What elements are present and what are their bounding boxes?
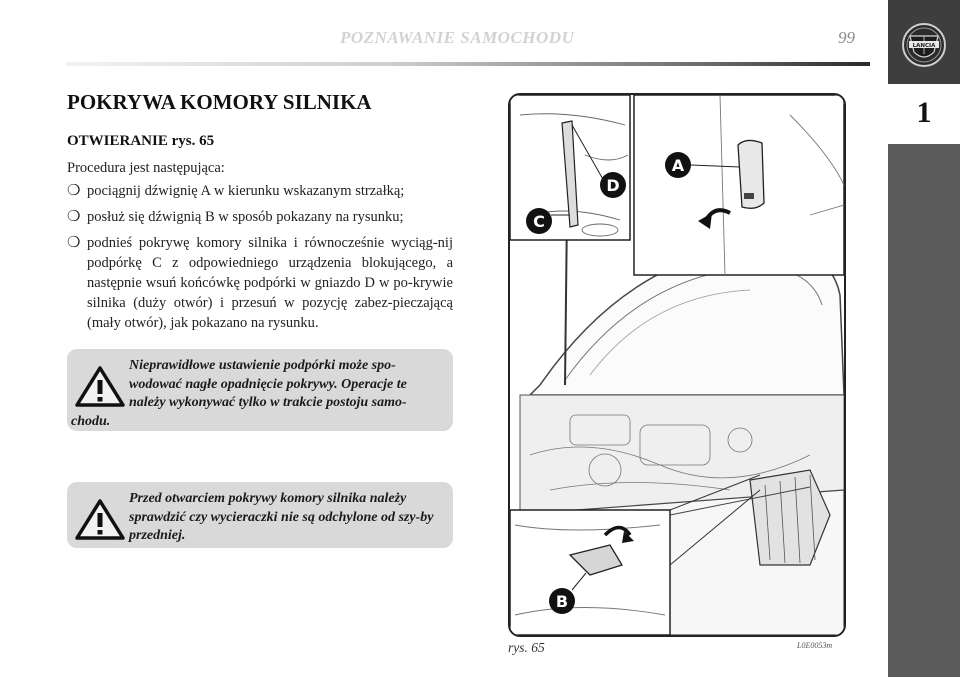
- figure-hood-opening: D C A B: [508, 93, 846, 637]
- warning-triangle-icon: [75, 499, 125, 540]
- warning-text: Nieprawidłowe ustawienie podpórki może s…: [71, 358, 407, 429]
- step-text: posłuż się dźwignią B w sposób pokazany …: [87, 209, 404, 225]
- page-number: 99: [838, 28, 855, 47]
- chapter-side-tab: LANCIA 1: [888, 0, 960, 677]
- header-rule: [66, 62, 870, 66]
- warning-text: Przed otwarciem pokrywy komory silnika n…: [129, 491, 434, 543]
- bullet-circle-icon: ❍: [67, 235, 81, 251]
- callout-label: C: [533, 212, 545, 231]
- procedure-intro: Procedura jest następująca:: [67, 160, 225, 176]
- svg-text:LANCIA: LANCIA: [913, 43, 936, 49]
- running-header-title: POZNAWANIE SAMOCHODU: [340, 28, 575, 47]
- procedure-steps: ❍ pociągnij dźwignię A w kierunku wskaza…: [67, 181, 453, 339]
- step-text: podnieś pokrywę komory silnika i równocz…: [87, 235, 453, 331]
- figure-caption: rys. 65: [508, 640, 545, 655]
- list-item: ❍ pociągnij dźwignię A w kierunku wskaza…: [67, 181, 453, 201]
- chapter-number: 1: [916, 96, 932, 129]
- warning-box: Nieprawidłowe ustawienie podpórki może s…: [67, 349, 453, 431]
- side-tab-chapter-box: [888, 84, 960, 144]
- section-title: OTWIERANIE rys. 65: [67, 133, 215, 149]
- warning-box: Przed otwarciem pokrywy komory silnika n…: [67, 482, 453, 548]
- figure-code: L0E0053m: [797, 641, 833, 650]
- warning-triangle-icon: [75, 366, 125, 407]
- list-item: ❍ podnieś pokrywę komory silnika i równo…: [67, 233, 453, 333]
- step-text: pociągnij dźwignię A w kierunku wskazany…: [87, 183, 405, 199]
- callout-label: B: [556, 592, 568, 611]
- callout-label: D: [606, 176, 619, 195]
- hood-illustration: D C A B: [510, 95, 844, 635]
- bullet-circle-icon: ❍: [67, 183, 81, 199]
- lancia-logo-icon: LANCIA: [902, 23, 946, 67]
- callout-label: A: [672, 156, 685, 175]
- side-tab-logo-area: LANCIA: [888, 0, 960, 84]
- list-item: ❍ posłuż się dźwignią B w sposób pokazan…: [67, 207, 453, 227]
- bullet-circle-icon: ❍: [67, 209, 81, 225]
- page-title: POKRYWA KOMORY SILNIKA: [67, 90, 372, 114]
